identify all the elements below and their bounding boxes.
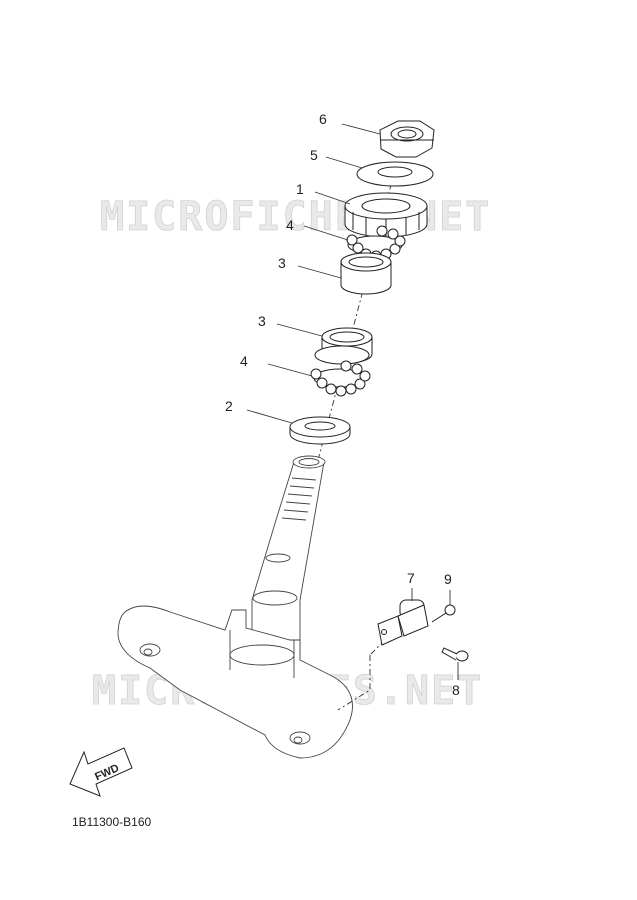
dust-seal: [289, 416, 351, 445]
lower-bracket: [117, 605, 353, 759]
callout-8: 8: [452, 682, 460, 698]
leader-4a: [303, 225, 349, 241]
callout-3a: 3: [278, 255, 286, 271]
leader-3a: [297, 265, 342, 279]
leader-4b: [267, 363, 313, 377]
diagram-code: 1B11300-B160: [72, 815, 152, 829]
callout-6: 6: [319, 111, 327, 127]
bearing-cup-lower: [314, 327, 373, 365]
callout-3b: 3: [258, 313, 266, 329]
bolt: [441, 647, 469, 662]
callout-7: 7: [407, 570, 415, 586]
fwd-arrow: FWD: [69, 747, 133, 797]
cable-guide: [377, 599, 429, 646]
leader-6: [341, 123, 381, 135]
leader-2: [246, 409, 293, 424]
callout-4a: 4: [286, 217, 294, 233]
ring-nut: [344, 192, 428, 238]
ball-race-lower: [310, 360, 371, 397]
callout-4b: 4: [240, 353, 248, 369]
callout-2: 2: [225, 398, 233, 414]
leader-1: [314, 191, 351, 205]
washer: [356, 161, 434, 187]
callout-5: 5: [310, 147, 318, 163]
steering-stem: [251, 455, 326, 656]
callout-1: 1: [296, 181, 304, 197]
mount-line: [337, 655, 371, 711]
watermark-top: MICROFICHES.NET: [100, 194, 491, 240]
callout-9: 9: [444, 571, 452, 587]
center-axis: [317, 169, 396, 461]
bearing-cup-upper: [340, 252, 392, 295]
leader-3b: [276, 323, 323, 337]
screw: [431, 604, 456, 623]
steering-nut: [379, 120, 435, 158]
leader-5: [325, 156, 363, 169]
